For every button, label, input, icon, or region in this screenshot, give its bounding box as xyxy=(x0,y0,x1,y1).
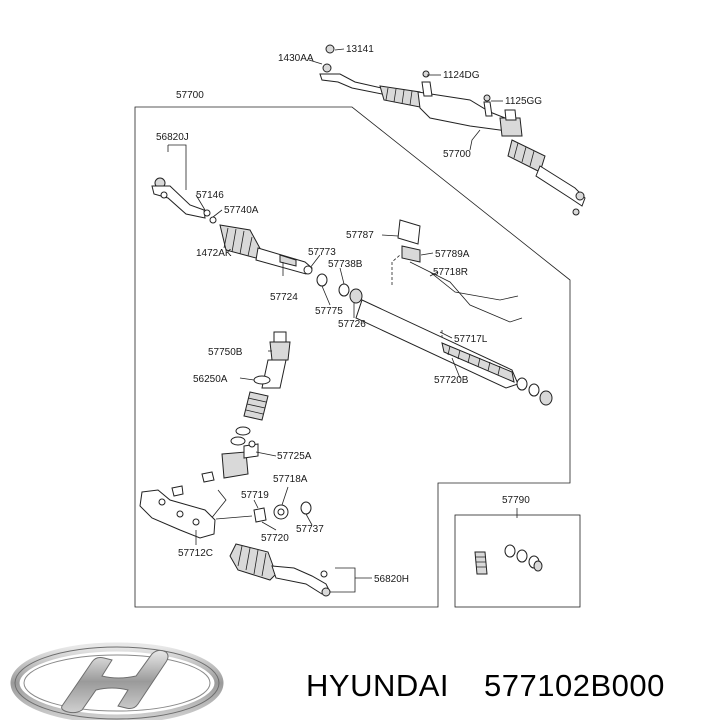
label-57720: 57720 xyxy=(261,533,289,544)
label-57718a: 57718A xyxy=(273,474,308,485)
label-57789a: 57789A xyxy=(435,249,470,260)
hyundai-logo-icon xyxy=(10,642,224,720)
inset-frame xyxy=(454,514,581,608)
label-57717l: 57717L xyxy=(454,334,488,345)
label-57790: 57790 xyxy=(502,495,530,506)
label-57737: 57737 xyxy=(296,524,324,535)
label-1430aa: 1430AA xyxy=(278,53,314,64)
label-57724: 57724 xyxy=(270,292,298,303)
brand-name: HYUNDAI xyxy=(306,668,449,703)
label-57787: 57787 xyxy=(346,230,374,241)
label-57738b: 57738B xyxy=(328,259,363,270)
tie-rod-end-56820j xyxy=(151,177,206,219)
label-57750b: 57750B xyxy=(208,347,243,358)
top-rack-assembly xyxy=(319,63,586,216)
label-56250a: 56250A xyxy=(193,374,228,385)
label-1472ak: 1472AK xyxy=(196,248,232,259)
label-56820h: 56820H xyxy=(374,574,409,585)
label-57719: 57719 xyxy=(241,490,269,501)
label-57725a: 57725A xyxy=(277,451,312,462)
label-57775: 57775 xyxy=(315,306,343,317)
gear-housing-57712c xyxy=(139,489,216,539)
label-56820j: 56820J xyxy=(156,132,189,143)
tie-rod-end-56820h xyxy=(271,565,331,597)
label-1125gg: 1125GG xyxy=(505,96,542,107)
rack-housing xyxy=(355,299,519,389)
label-57726: 57726 xyxy=(338,319,366,330)
label-13141: 13141 xyxy=(346,44,374,55)
label-57146: 57146 xyxy=(196,190,224,201)
seal-kit-57790 xyxy=(474,544,543,575)
label-57712c: 57712C xyxy=(178,548,213,559)
label-57720b: 57720B xyxy=(434,375,469,386)
label-57740a: 57740A xyxy=(224,205,259,216)
label-57700-main: 57700 xyxy=(176,90,204,101)
label-57773: 57773 xyxy=(308,247,336,258)
main-frame xyxy=(134,106,571,608)
label-57700-top: 57700 xyxy=(443,149,471,160)
bellows-boot-lower xyxy=(229,543,277,581)
label-57718r: 57718R xyxy=(433,267,468,278)
label-1124dg: 1124DG xyxy=(443,70,480,81)
part-number: 577102B000 xyxy=(484,668,665,703)
